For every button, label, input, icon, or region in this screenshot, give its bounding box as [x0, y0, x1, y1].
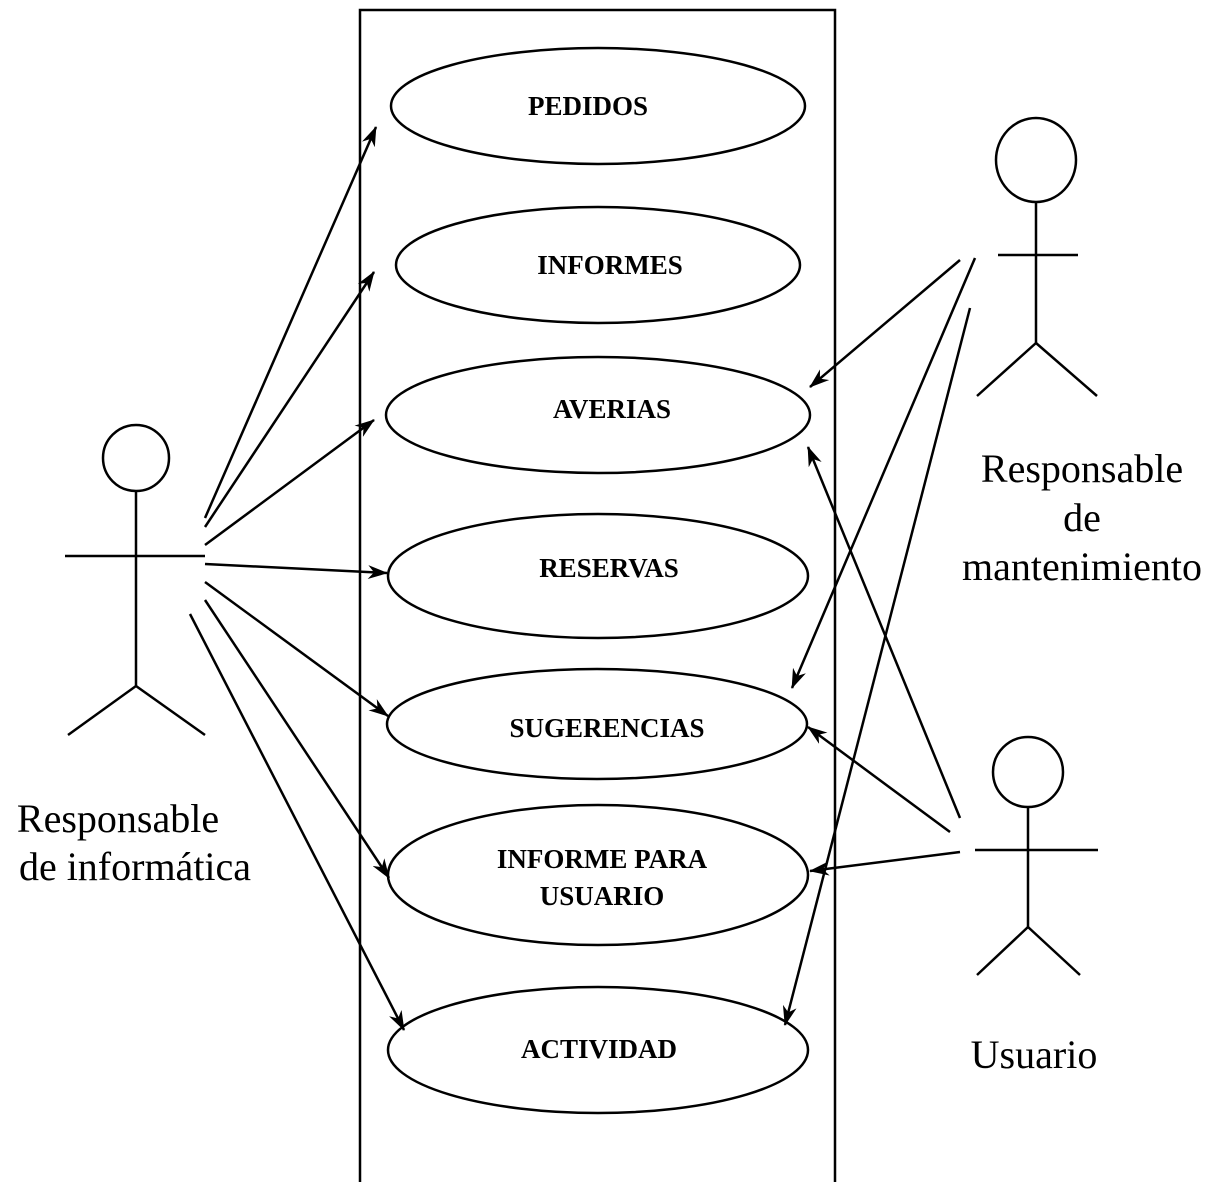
association-arrow	[809, 259, 961, 388]
use-case-label: USUARIO	[540, 881, 665, 911]
actor-responsable-mantenimiento[interactable]	[976, 116, 1098, 397]
association-arrow	[204, 580, 389, 718]
use-case-pedidos[interactable]: PEDIDOS	[389, 46, 807, 166]
use-case-averias[interactable]: AVERIAS	[384, 355, 812, 475]
system-boundary	[358, 8, 837, 1182]
use-case-label: ACTIVIDAD	[521, 1034, 677, 1064]
use-case-reservas[interactable]: RESERVAS	[386, 512, 810, 640]
use-case-sugerencias[interactable]: SUGERENCIAS	[385, 667, 809, 781]
association-arrow	[782, 307, 972, 1026]
actor-label-mantenimiento: de	[1063, 495, 1101, 540]
association-arrow	[203, 599, 391, 879]
use-case-label: PEDIDOS	[528, 91, 648, 121]
use-case-label: RESERVAS	[539, 553, 679, 583]
actor-usuario[interactable]	[975, 735, 1098, 976]
actor-label-informatica: de informática	[19, 844, 251, 889]
actor-label-informatica: Responsable	[17, 796, 219, 841]
association-arrow	[203, 126, 378, 519]
association-arrow	[188, 613, 406, 1031]
actor-responsable-informatica[interactable]	[65, 423, 206, 737]
use-case-label: SUGERENCIAS	[509, 713, 704, 743]
association-arrow	[806, 446, 962, 819]
actor-label-mantenimiento: mantenimiento	[962, 544, 1202, 589]
association-arrow	[807, 725, 951, 834]
association-arrow	[204, 562, 388, 580]
association-arrow	[204, 418, 375, 547]
association-arrow	[790, 257, 977, 689]
actor-label-mantenimiento: Responsable	[981, 446, 1183, 491]
use-case-informes[interactable]: INFORMES	[394, 205, 802, 325]
use-case-actividad[interactable]: ACTIVIDAD	[386, 985, 810, 1115]
use-case-label: AVERIAS	[553, 394, 671, 424]
use-case-label: INFORMES	[537, 250, 683, 280]
use-case-label: INFORME PARA	[497, 844, 708, 874]
association-arrow	[203, 271, 376, 528]
use-case-informe-para-usuario[interactable]: INFORME PARA USUARIO	[386, 803, 810, 947]
actor-label-usuario: Usuario	[971, 1032, 1098, 1077]
association-arrow	[809, 850, 961, 876]
